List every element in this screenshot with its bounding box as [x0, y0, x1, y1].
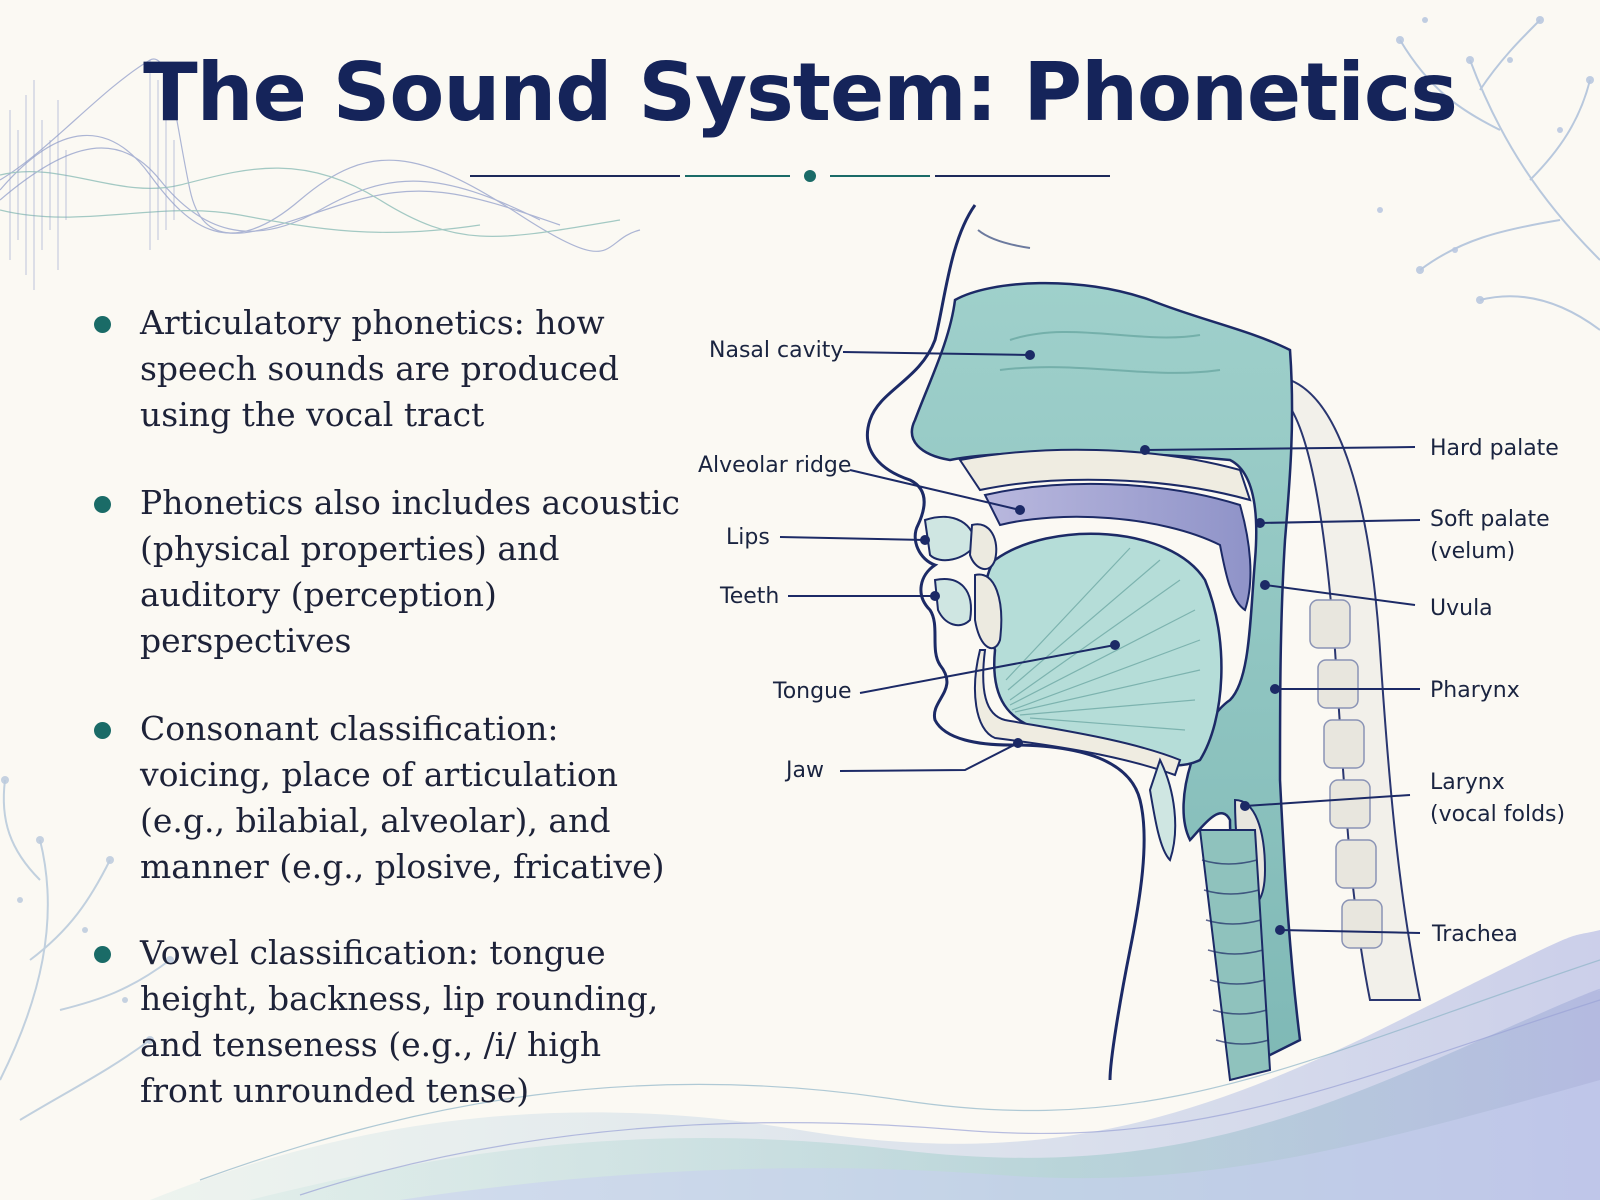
- label-larynx: Larynx: [1430, 770, 1505, 795]
- label-soft-palate: Soft palate: [1430, 507, 1550, 532]
- label-vocal-folds: (vocal folds): [1430, 802, 1565, 827]
- label-leaders: [779, 351, 1421, 934]
- bullet-item: Phonetics also includes acoustic (physic…: [90, 480, 690, 664]
- bullet-item: Vowel classification: tongue height, bac…: [90, 930, 690, 1114]
- sound-bars-decoration: [9, 60, 175, 290]
- label-lips: Lips: [726, 525, 770, 550]
- head-profile: [865, 204, 1146, 1081]
- title-divider: [470, 170, 1110, 182]
- label-trachea: Trachea: [1431, 922, 1518, 947]
- label-hard-palate: Hard palate: [1430, 436, 1559, 461]
- bullet-text: Phonetics also includes acoustic (physic…: [140, 483, 681, 660]
- tongue-fibers: [1005, 547, 1201, 731]
- bullet-text: Consonant classification: voicing, place…: [140, 709, 665, 886]
- page-title: The Sound System: Phonetics: [143, 46, 1458, 139]
- upper-teeth-shape: [968, 523, 998, 570]
- soft-palate-shape: [983, 482, 1252, 612]
- label-pharynx: Pharynx: [1430, 678, 1520, 703]
- lower-teeth-shape: [974, 573, 1003, 650]
- label-alveolar-ridge: Alveolar ridge: [698, 453, 851, 478]
- label-uvula: Uvula: [1430, 596, 1493, 621]
- bullet-list: Articulatory phonetics: how speech sound…: [90, 300, 690, 1114]
- epiglottis-shape: [1148, 757, 1177, 862]
- bottom-wave-decoration: [150, 930, 1600, 1200]
- bullet-dot-icon: [94, 722, 111, 739]
- bullet-item: Consonant classification: voicing, place…: [90, 706, 690, 890]
- sound-wave-decoration: [0, 58, 641, 252]
- hard-palate-shape: [958, 448, 1252, 502]
- branch-dots-top-right: [1377, 16, 1594, 304]
- bullet-text: Articulatory phonetics: how speech sound…: [140, 303, 619, 434]
- branch-dots-bottom-left: [1, 776, 174, 1044]
- label-velum: (velum): [1430, 539, 1515, 564]
- trachea-shape: [1198, 829, 1272, 1082]
- bullet-dot-icon: [94, 946, 111, 963]
- branch-decoration-top-right: [1399, 19, 1600, 331]
- lower-lip-shape: [933, 578, 972, 627]
- label-teeth: Teeth: [719, 584, 779, 609]
- bullet-dot-icon: [94, 496, 111, 513]
- upper-lip-shape: [923, 515, 977, 562]
- bullet-item: Articulatory phonetics: how speech sound…: [90, 300, 690, 438]
- branch-decoration-bottom-left: [0, 779, 171, 1121]
- eyebrow-mark: [977, 229, 1031, 249]
- label-jaw: Jaw: [784, 758, 824, 783]
- label-tongue: Tongue: [772, 679, 852, 704]
- label-leader-dots: [920, 350, 1285, 935]
- label-nasal-cavity: Nasal cavity: [709, 338, 843, 363]
- bullet-text: Vowel classification: tongue height, bac…: [140, 933, 659, 1110]
- bullet-dot-icon: [94, 316, 111, 333]
